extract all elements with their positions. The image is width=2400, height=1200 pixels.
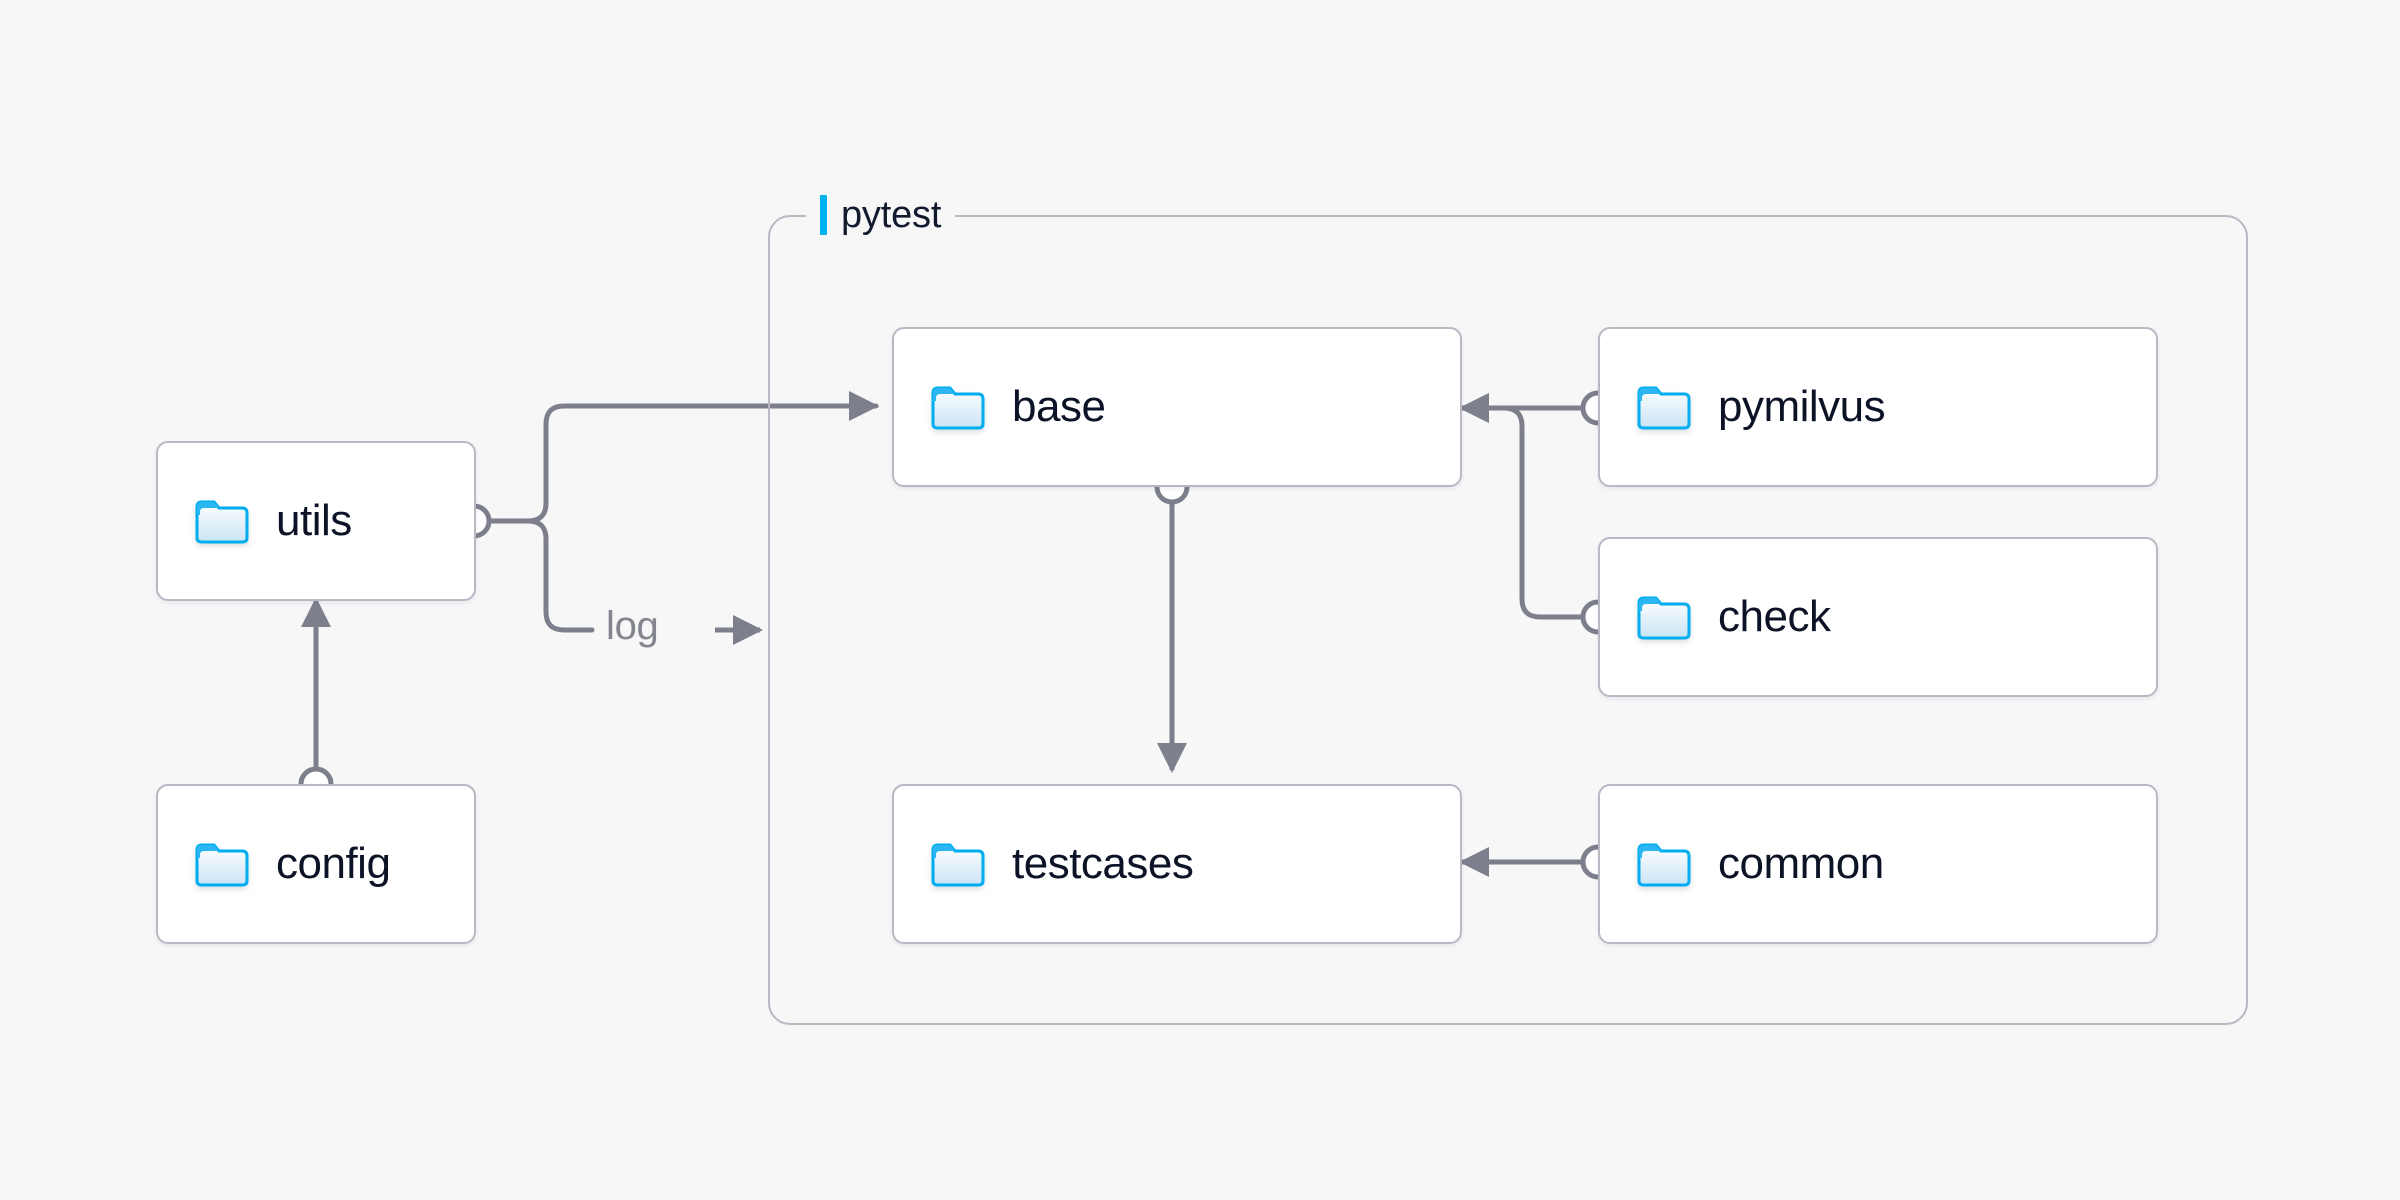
node-utils-label: utils bbox=[276, 496, 352, 545]
node-pymilvus-label: pymilvus bbox=[1718, 382, 1886, 431]
group-pytest[interactable] bbox=[768, 215, 2248, 1025]
node-utils-content: utils bbox=[158, 496, 352, 546]
node-testcases-label: testcases bbox=[1012, 839, 1194, 888]
node-testcases[interactable]: testcases bbox=[892, 784, 1462, 944]
folder-icon bbox=[195, 500, 249, 544]
node-base-content: base bbox=[894, 382, 1106, 432]
node-common[interactable]: common bbox=[1598, 784, 2158, 944]
folder-icon bbox=[195, 843, 249, 887]
folder-icon bbox=[1637, 386, 1691, 430]
node-utils[interactable]: utils bbox=[156, 441, 476, 601]
node-check-content: check bbox=[1600, 592, 1831, 642]
node-check-label: check bbox=[1718, 592, 1831, 641]
node-testcases-content: testcases bbox=[894, 839, 1194, 889]
node-config-content: config bbox=[158, 839, 391, 889]
node-config[interactable]: config bbox=[156, 784, 476, 944]
node-config-label: config bbox=[276, 839, 391, 888]
node-common-content: common bbox=[1600, 839, 1884, 889]
folder-icon bbox=[931, 386, 985, 430]
node-check[interactable]: check bbox=[1598, 537, 2158, 697]
group-pytest-label: pytest bbox=[841, 193, 942, 236]
node-pymilvus[interactable]: pymilvus bbox=[1598, 327, 2158, 487]
node-common-label: common bbox=[1718, 839, 1884, 888]
folder-icon bbox=[1637, 843, 1691, 887]
group-pytest-label-wrap: pytest bbox=[806, 191, 956, 239]
node-base[interactable]: base bbox=[892, 327, 1462, 487]
edge-config-to-utils bbox=[298, 597, 334, 802]
edge-label-log: log bbox=[600, 604, 665, 649]
folder-icon bbox=[931, 843, 985, 887]
group-accent-bar bbox=[820, 195, 827, 235]
node-base-label: base bbox=[1012, 382, 1106, 431]
folder-icon bbox=[1637, 596, 1691, 640]
node-pymilvus-content: pymilvus bbox=[1600, 382, 1886, 432]
